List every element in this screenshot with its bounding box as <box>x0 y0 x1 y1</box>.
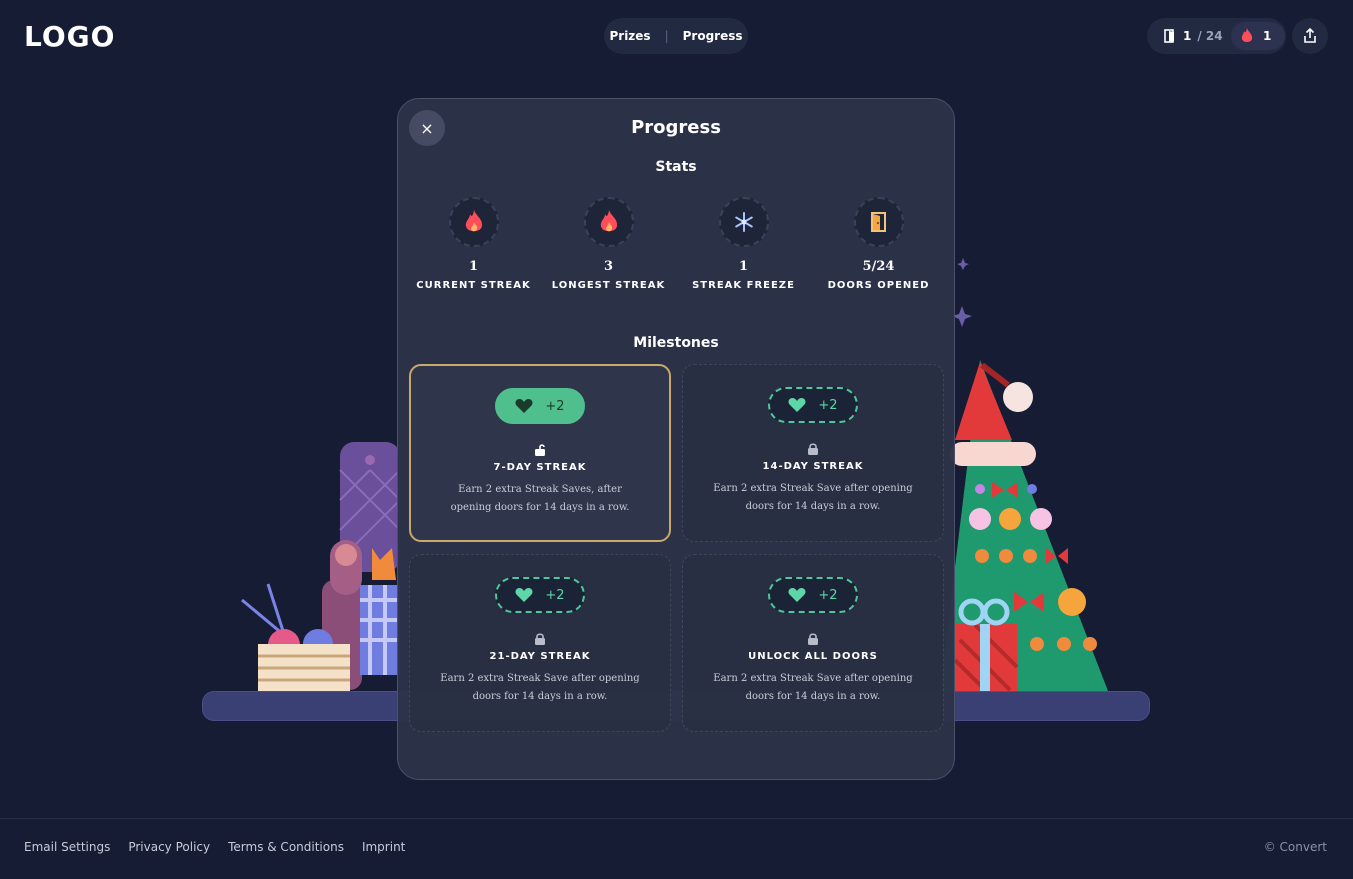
milestone-title: 21-DAY STREAK <box>489 651 591 662</box>
fire-icon <box>1241 28 1253 42</box>
reward-badge: +2 <box>768 387 858 423</box>
footer-link-terms[interactable]: Terms & Conditions <box>228 840 344 854</box>
milestone-description: Earn 2 extra Streak Save after opening d… <box>713 673 913 702</box>
milestone-description: Earn 2 extra Streak Save after opening d… <box>440 673 640 702</box>
milestone-card-14-day[interactable]: +2 14-DAY STREAK Earn 2 extra Streak Sav… <box>682 364 944 542</box>
reward-amount: +2 <box>818 397 838 413</box>
top-nav: Prizes | Progress <box>604 18 748 54</box>
stat-label: LONGEST STREAK <box>551 280 666 291</box>
doors-counter: 1 / 24 <box>1147 29 1229 43</box>
door-icon <box>870 212 886 232</box>
nav-prizes-link[interactable]: Prizes <box>609 29 651 43</box>
doors-total: / 24 <box>1197 29 1223 43</box>
footer-divider <box>0 818 1353 819</box>
footer-links: Email Settings Privacy Policy Terms & Co… <box>24 840 405 854</box>
heart-icon <box>515 399 533 413</box>
door-icon <box>1164 29 1174 43</box>
stats-row: 1 CURRENT STREAK 3 LONGEST STREAK <box>406 197 946 291</box>
doors-count: 1 <box>1183 29 1192 43</box>
milestone-card-7-day[interactable]: +2 7-DAY STREAK Earn 2 extra Streak Save… <box>409 364 671 542</box>
stat-value: 5/24 <box>862 259 895 274</box>
footer-link-imprint[interactable]: Imprint <box>361 840 406 854</box>
heart-icon <box>788 588 806 602</box>
nav-progress-link[interactable]: Progress <box>682 29 743 43</box>
stat-label: STREAK FREEZE <box>692 280 795 291</box>
stats-title: Stats <box>655 159 697 175</box>
milestone-title: UNLOCK ALL DOORS <box>748 651 878 662</box>
stat-longest-streak: 3 LONGEST STREAK <box>541 197 676 291</box>
snowflake-icon <box>734 212 753 232</box>
milestone-description: Earn 2 extra Streak Save after opening d… <box>713 483 913 512</box>
milestones-title: Milestones <box>633 335 719 351</box>
footer-link-email-settings[interactable]: Email Settings <box>24 840 111 854</box>
reward-amount: +2 <box>818 587 838 603</box>
stat-value: 3 <box>603 259 614 274</box>
lock-icon <box>808 443 818 455</box>
lock-icon <box>535 633 545 645</box>
logo[interactable]: LOGO <box>24 20 116 53</box>
modal-title: Progress <box>631 117 721 138</box>
stat-current-streak: 1 CURRENT STREAK <box>406 197 541 291</box>
status-pill[interactable]: 1 / 24 1 <box>1147 18 1286 54</box>
reward-badge: +2 <box>495 577 585 613</box>
stat-value: 1 <box>738 259 749 274</box>
share-icon <box>1304 28 1316 43</box>
close-button[interactable]: × <box>409 110 445 146</box>
streak-count: 1 <box>1263 29 1272 43</box>
reward-badge: +2 <box>768 577 858 613</box>
fire-icon <box>600 210 617 232</box>
footer-link-privacy-policy[interactable]: Privacy Policy <box>128 840 211 854</box>
milestone-card-21-day[interactable]: +2 21-DAY STREAK Earn 2 extra Streak Sav… <box>409 554 671 732</box>
milestone-title: 14-DAY STREAK <box>762 461 864 472</box>
share-button[interactable] <box>1292 18 1328 54</box>
reward-amount: +2 <box>545 398 565 414</box>
progress-modal: × Progress Stats 1 CURRENT STREAK 3 LONG… <box>397 98 955 780</box>
heart-icon <box>515 588 533 602</box>
lock-icon <box>808 633 818 645</box>
milestone-description: Earn 2 extra Streak Saves, after opening… <box>450 484 630 513</box>
nav-separator: | <box>664 29 669 43</box>
stat-label: CURRENT STREAK <box>416 280 531 291</box>
unlock-icon <box>535 444 545 456</box>
reward-amount: +2 <box>545 587 565 603</box>
streak-counter: 1 <box>1231 22 1286 50</box>
stat-value: 1 <box>468 259 479 274</box>
copyright: © Convert <box>1263 840 1327 854</box>
fire-icon <box>465 210 482 232</box>
stat-streak-freeze: 1 STREAK FREEZE <box>676 197 811 291</box>
milestone-card-all-doors[interactable]: +2 UNLOCK ALL DOORS Earn 2 extra Streak … <box>682 554 944 732</box>
heart-icon <box>788 398 806 412</box>
reward-badge: +2 <box>495 388 585 424</box>
stat-label: DOORS OPENED <box>827 280 930 291</box>
stat-doors-opened: 5/24 DOORS OPENED <box>811 197 946 291</box>
milestone-title: 7-DAY STREAK <box>493 462 587 473</box>
